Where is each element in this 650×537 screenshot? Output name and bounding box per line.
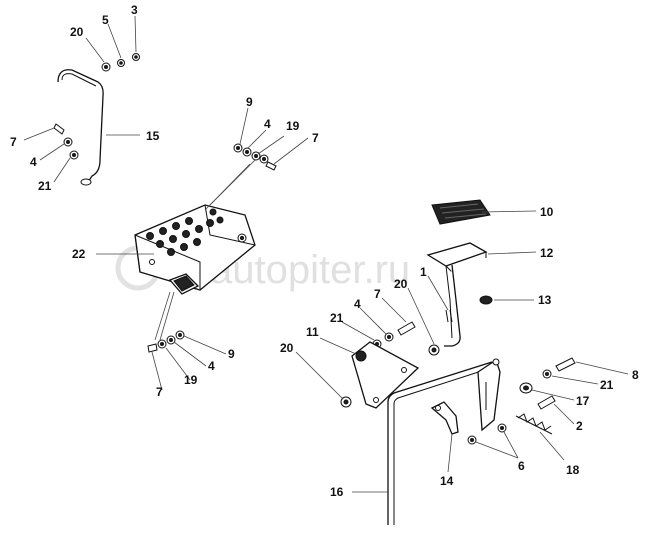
callout-22: 22 bbox=[72, 247, 86, 261]
callout-18: 18 bbox=[566, 463, 580, 477]
callout-20: 20 bbox=[394, 277, 408, 291]
lever-14 bbox=[430, 401, 459, 435]
fasteners-left bbox=[53, 123, 79, 160]
callout-10: 10 bbox=[540, 205, 554, 219]
fasteners-housing-lower bbox=[147, 330, 185, 353]
callout-19: 19 bbox=[286, 119, 300, 133]
bolt-group-mid bbox=[372, 321, 416, 349]
pedal-pad-10 bbox=[431, 199, 491, 225]
fasteners-top bbox=[101, 53, 140, 72]
callout-14: 14 bbox=[440, 474, 454, 488]
callout-4: 4 bbox=[354, 297, 361, 311]
callout-8: 8 bbox=[632, 368, 639, 382]
callout-20: 20 bbox=[70, 25, 84, 39]
housing-22 bbox=[134, 204, 256, 295]
leader-lines bbox=[23, 15, 629, 493]
bolt-8 bbox=[555, 357, 576, 372]
callout-16: 16 bbox=[330, 485, 344, 499]
callout-15: 15 bbox=[146, 129, 160, 143]
callout-4: 4 bbox=[30, 155, 37, 169]
callout-9: 9 bbox=[246, 95, 253, 109]
callout-20: 20 bbox=[280, 341, 294, 355]
spring-18 bbox=[515, 413, 553, 435]
callout-7: 7 bbox=[10, 135, 17, 149]
callout-11: 11 bbox=[306, 325, 319, 339]
slotted-plate bbox=[477, 358, 501, 432]
washer-21-right bbox=[542, 369, 552, 379]
callout-9: 9 bbox=[228, 347, 235, 361]
callout-4: 4 bbox=[264, 117, 271, 131]
callout-7: 7 bbox=[312, 131, 319, 145]
callout-5: 5 bbox=[102, 13, 109, 27]
washers-6 bbox=[467, 423, 507, 445]
pedal-plate-12 bbox=[426, 242, 488, 273]
callout-21: 21 bbox=[38, 179, 52, 193]
callout-7: 7 bbox=[374, 287, 381, 301]
callout-6: 6 bbox=[518, 459, 525, 473]
callout-19: 19 bbox=[184, 373, 198, 387]
housing-holes bbox=[146, 208, 224, 256]
callout-2: 2 bbox=[576, 419, 583, 433]
housing-lower-link bbox=[154, 291, 171, 341]
callout-7: 7 bbox=[156, 385, 163, 399]
bracket-11 bbox=[351, 341, 420, 409]
bolt-2 bbox=[537, 395, 556, 410]
washer-20-low bbox=[340, 396, 352, 408]
rod-16 bbox=[387, 361, 495, 525]
callout-21: 21 bbox=[330, 311, 344, 325]
rod-15 bbox=[57, 69, 104, 186]
callout-13: 13 bbox=[538, 293, 552, 307]
callout-12: 12 bbox=[540, 246, 554, 260]
callout-3: 3 bbox=[131, 3, 138, 17]
fasteners-housing-upper bbox=[233, 143, 277, 171]
callout-labels: 3 5 20 15 7 4 21 9 4 19 7 22 9 4 19 7 10… bbox=[10, 3, 639, 499]
callout-4: 4 bbox=[208, 359, 215, 373]
callout-17: 17 bbox=[576, 394, 590, 408]
spacer-17 bbox=[519, 382, 533, 394]
nut-13 bbox=[479, 295, 493, 305]
pedal-arm-1 bbox=[444, 264, 461, 347]
pin-1 bbox=[445, 309, 453, 323]
washer-20-mid bbox=[428, 344, 440, 356]
callout-21: 21 bbox=[600, 378, 614, 392]
callout-1: 1 bbox=[420, 265, 427, 279]
